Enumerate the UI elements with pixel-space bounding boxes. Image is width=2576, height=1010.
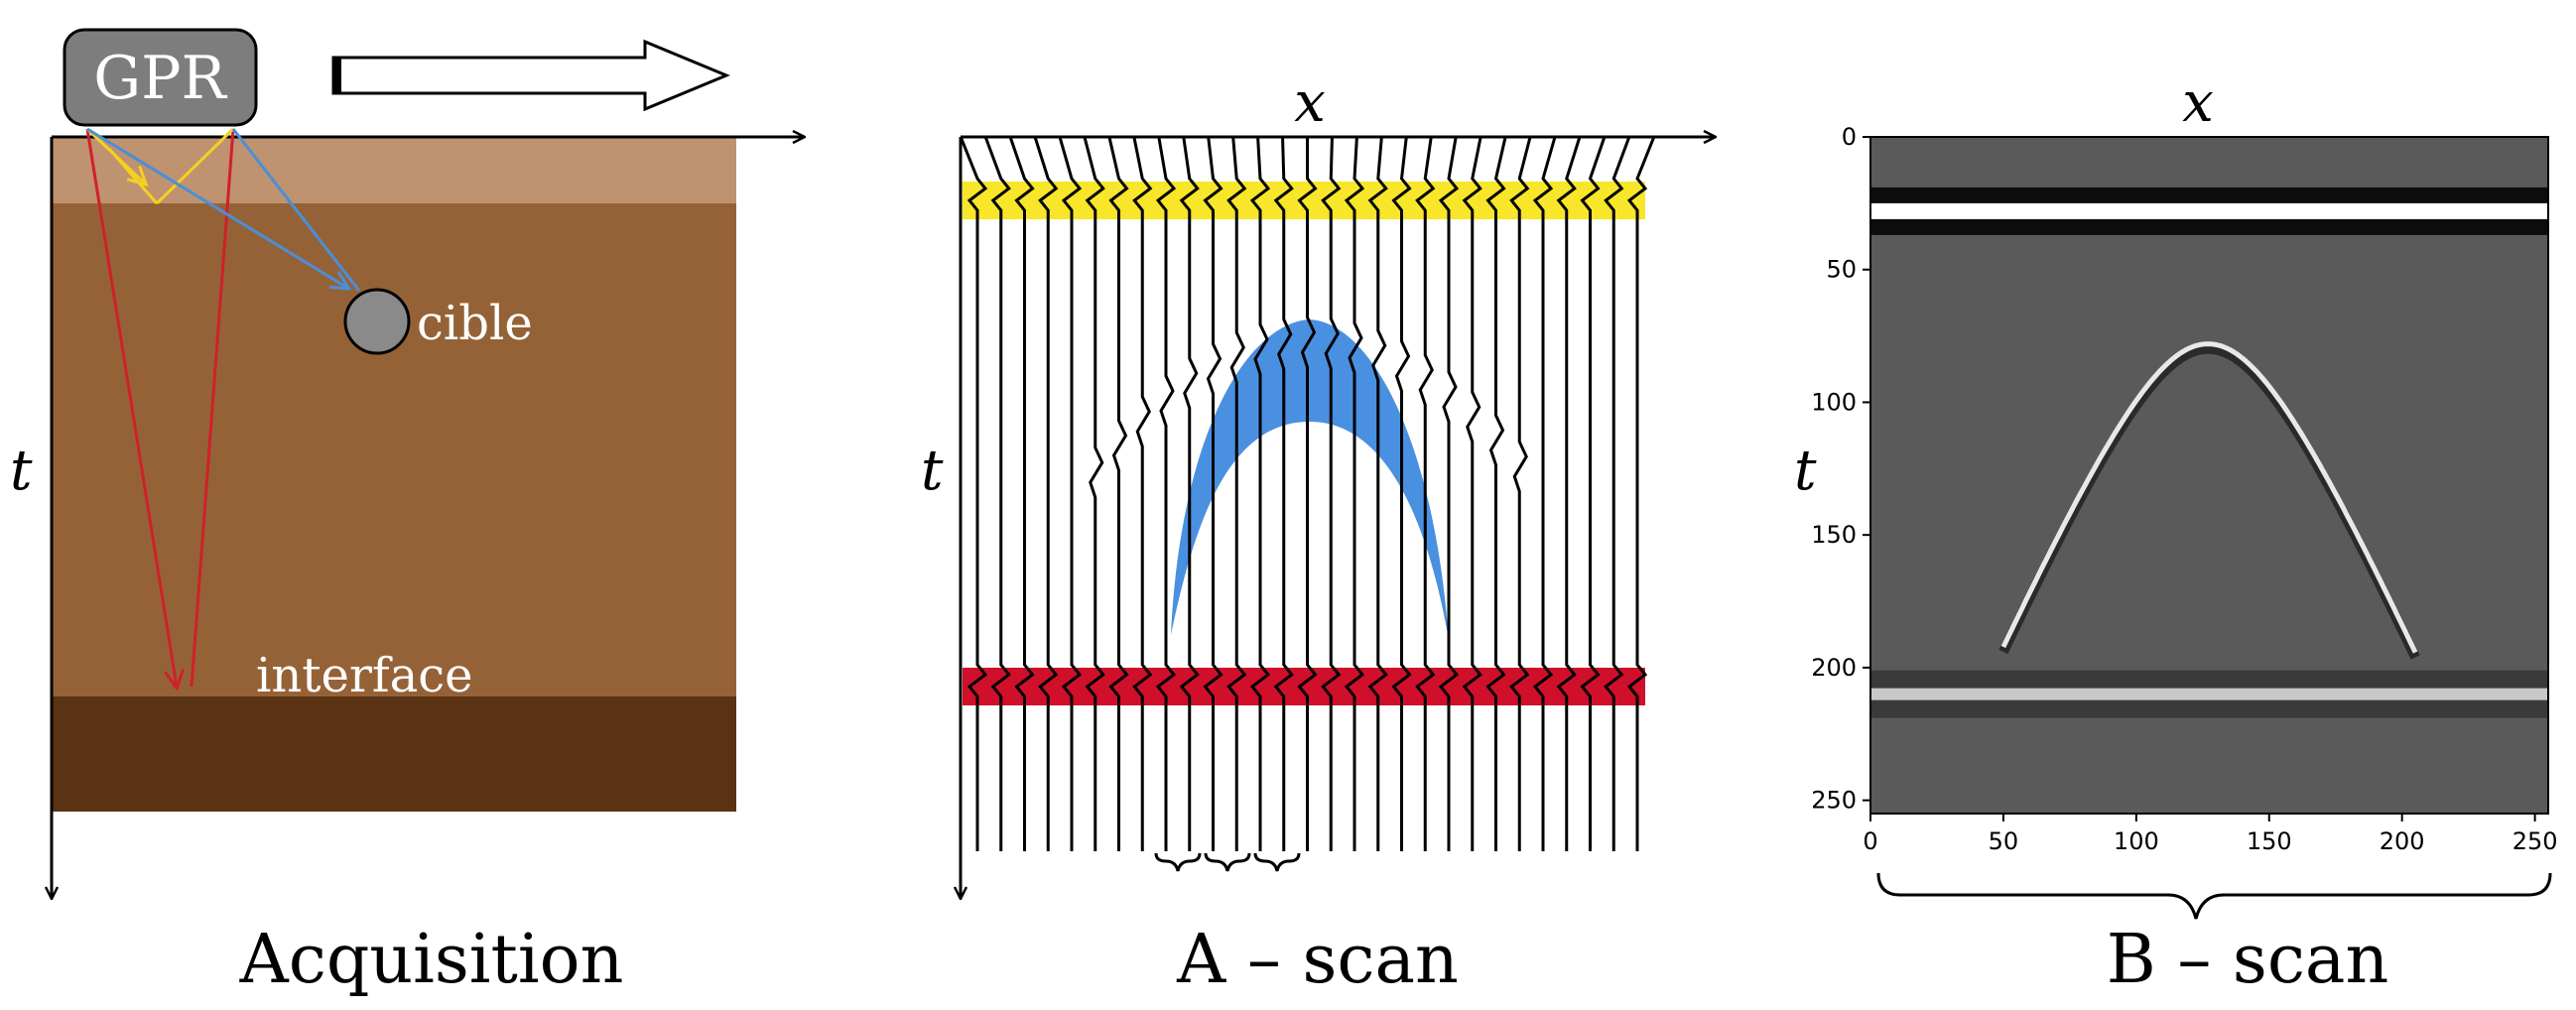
x-tick-label: 100 [2114, 827, 2159, 855]
bscan-hyperbola-bright [2000, 341, 2418, 654]
ascan-trace [959, 136, 988, 851]
ascan-trace [1297, 137, 1318, 851]
a-scan-caption: A – scan [1176, 921, 1459, 999]
yellow-ray-mid [107, 148, 159, 204]
acquisition-panel: t cible interface GPR Acquisition [10, 28, 804, 999]
y-tick-label: 250 [1811, 787, 1857, 815]
ascan-trace [1083, 136, 1105, 851]
ascan-trace [1532, 136, 1557, 851]
ascan-trace [1556, 136, 1582, 851]
a-scan-panel: x t A – scan [921, 70, 1715, 999]
red-ray-up [190, 128, 235, 688]
y-tick-label: 0 [1842, 123, 1857, 151]
ascan-trace [1249, 136, 1271, 851]
trace-spacing-braces [1154, 852, 1301, 872]
ascan-trace [1462, 136, 1482, 851]
interface-label: interface [256, 648, 473, 703]
ascan-trace [1509, 136, 1532, 851]
ascan-traces [959, 136, 1656, 851]
ascan-trace [1415, 136, 1436, 851]
ascan-trace [1580, 136, 1607, 851]
direct-wave-band [963, 182, 1645, 219]
buried-target [343, 288, 411, 355]
bscan-image [1869, 136, 2549, 815]
ascan-trace [1626, 136, 1656, 851]
ascan-t-axis-label: t [921, 439, 944, 503]
ascan-trace [1008, 136, 1035, 851]
motion-direction-arrow [331, 39, 730, 112]
y-tick-label: 100 [1811, 388, 1857, 416]
ascan-trace [1604, 136, 1631, 851]
ascan-trace [1033, 136, 1059, 851]
ascan-trace [1485, 136, 1507, 851]
bscan-bottom-brace [1876, 872, 2552, 920]
bscan-band [1870, 688, 2548, 700]
ascan-trace [1438, 136, 1460, 851]
soil-layer [52, 203, 736, 696]
x-tick-label: 0 [1863, 827, 1877, 855]
ascan-trace [1179, 136, 1200, 851]
acq-t-axis-label: t [10, 439, 33, 503]
red-ray-down [85, 128, 177, 687]
b-scan-caption: B – scan [2107, 921, 2389, 999]
x-tick-label: 200 [2380, 827, 2425, 855]
ascan-trace [1203, 136, 1224, 851]
y-tick-label: 50 [1826, 256, 1857, 284]
ascan-trace [1107, 136, 1129, 851]
ascan-x-axis-label: x [1294, 70, 1326, 135]
ascan-trace [1367, 136, 1388, 851]
ascan-trace [983, 136, 1011, 851]
x-tick-label: 250 [2512, 827, 2558, 855]
x-tick-label: 50 [1989, 827, 2019, 855]
bscan-band [1870, 202, 2548, 219]
x-tick-label: 150 [2247, 827, 2292, 855]
interface-reflection-band [963, 668, 1645, 705]
ascan-trace [1344, 136, 1365, 851]
blue-ray-1 [86, 127, 347, 288]
ascan-trace [1155, 136, 1177, 851]
topsoil-layer [52, 137, 736, 203]
ascan-trace [1132, 136, 1153, 851]
ascan-trace [1391, 136, 1412, 851]
gpr-device-label: GPR [93, 44, 227, 113]
ascan-trace [1273, 136, 1294, 851]
bedrock-layer [52, 696, 736, 812]
blue-ray-2 [231, 128, 361, 292]
y-tick-label: 150 [1811, 521, 1857, 549]
target-label: cible [417, 296, 533, 351]
ascan-trace [1226, 136, 1247, 851]
gpr-device [63, 28, 258, 127]
ascan-trace [1321, 136, 1342, 851]
ascan-trace [1058, 136, 1083, 851]
bscan-x-axis-label: x [2182, 70, 2214, 135]
y-tick-label: 200 [1811, 654, 1857, 682]
bscan-t-axis-label: t [1794, 439, 1817, 503]
yellow-ray-up [155, 127, 235, 205]
acquisition-caption: Acquisition [239, 921, 624, 999]
